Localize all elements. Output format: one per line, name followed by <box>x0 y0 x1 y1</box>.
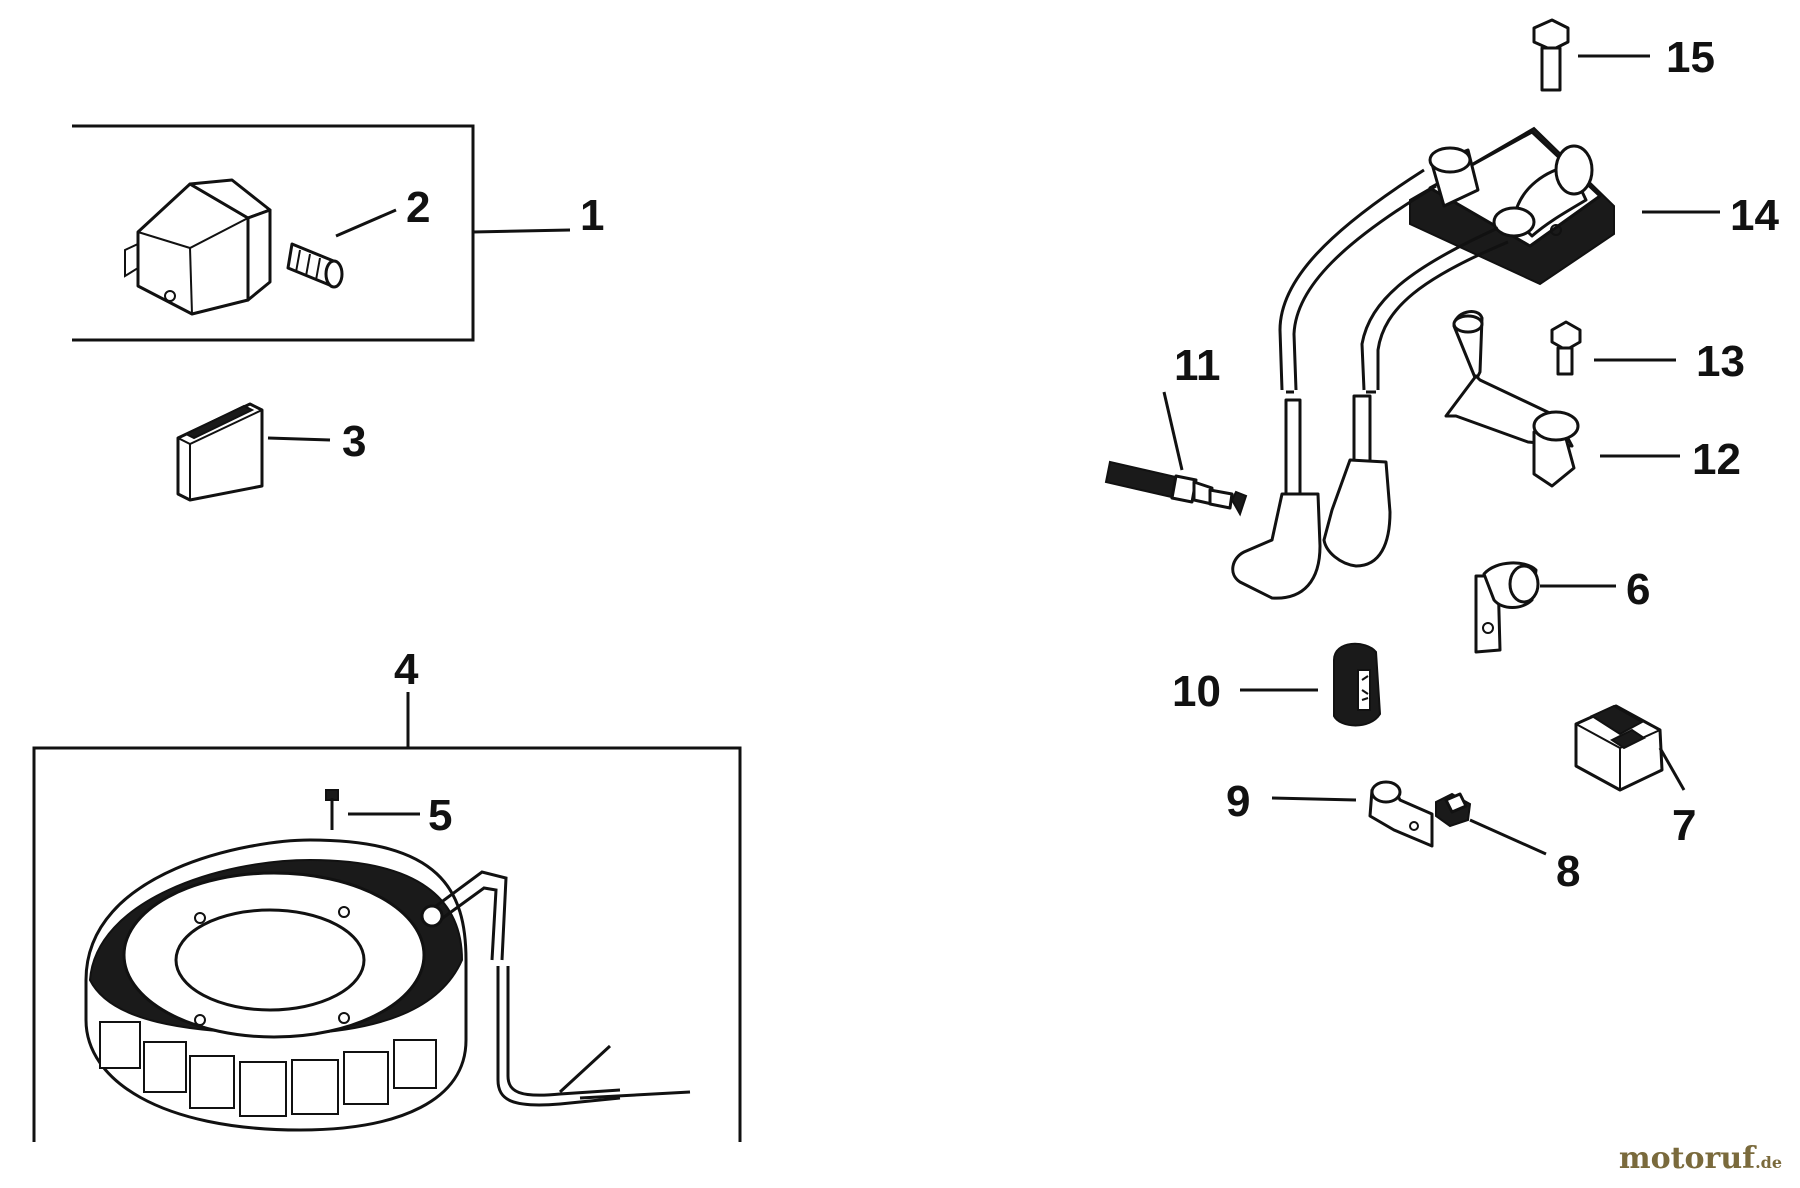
terminal-block-icon[interactable] <box>1574 704 1664 792</box>
callout-14: 14 <box>1730 191 1779 240</box>
bolt-icon[interactable] <box>1550 320 1582 376</box>
stator-icon[interactable] <box>84 838 691 1132</box>
clip-icon[interactable] <box>1474 561 1540 654</box>
group-4-box <box>32 692 742 1142</box>
leader-9 <box>1271 796 1357 802</box>
callout-13: 13 <box>1696 337 1745 386</box>
callout-4: 4 <box>394 645 419 694</box>
callout-1: 1 <box>580 191 604 240</box>
connector-icon[interactable] <box>1333 642 1382 727</box>
leader-8 <box>1469 818 1547 856</box>
screw-icon[interactable] <box>325 789 339 830</box>
connector-icon[interactable] <box>1231 168 1509 600</box>
screw-icon[interactable] <box>286 242 344 289</box>
callout-6: 6 <box>1626 565 1650 614</box>
leader-2 <box>335 208 397 238</box>
callout-11: 11 <box>1174 341 1221 390</box>
callout-8: 8 <box>1556 847 1580 896</box>
screw-icon[interactable] <box>1435 792 1472 828</box>
callout-15: 15 <box>1666 33 1715 82</box>
callout-5: 5 <box>428 791 452 840</box>
callout-9: 9 <box>1226 777 1250 826</box>
group-1-box <box>72 124 571 342</box>
bracket-icon[interactable] <box>1444 310 1580 488</box>
callout-12: 12 <box>1692 435 1741 484</box>
watermark-brand: motoruf <box>1618 1141 1756 1176</box>
plate-icon[interactable] <box>176 402 264 502</box>
bolt-icon[interactable] <box>1532 18 1570 92</box>
leader-7 <box>1658 747 1686 791</box>
callout-10: 10 <box>1172 667 1221 716</box>
watermark-suffix: .de <box>1755 1153 1782 1172</box>
leader-3 <box>267 436 331 442</box>
callout-2: 2 <box>406 183 430 232</box>
ignition-coil-icon[interactable] <box>1409 126 1615 286</box>
watermark-logo: motoruf.de <box>1619 1141 1782 1176</box>
strap-icon[interactable] <box>1368 780 1434 848</box>
ignition-module-icon[interactable] <box>124 178 272 316</box>
callout-7: 7 <box>1672 801 1696 850</box>
spark-plug-icon[interactable] <box>1104 391 1248 517</box>
callout-3: 3 <box>342 417 366 466</box>
